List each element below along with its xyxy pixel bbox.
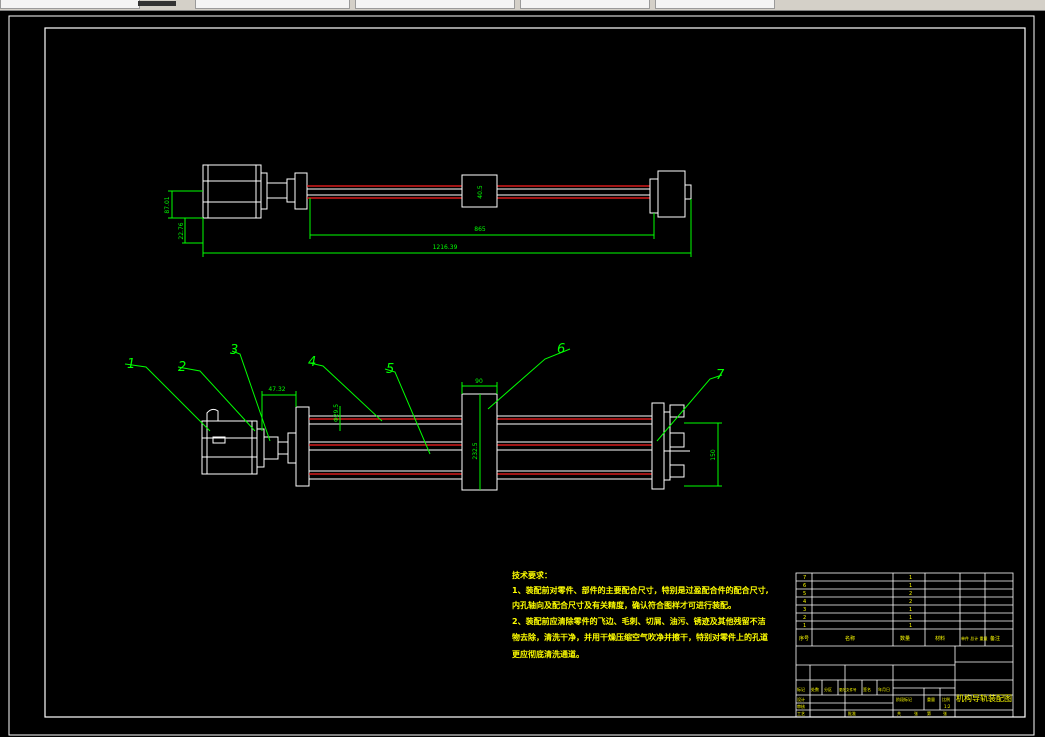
balloon-leaders xyxy=(124,348,723,455)
header-material: 材料 xyxy=(935,635,945,642)
part-no-4: 4 xyxy=(803,599,806,605)
title-block-text: 7 1 6 1 5 2 4 2 3 1 2 1 1 1 序号 名称 数量 材料 … xyxy=(797,575,1012,716)
front-right-plate xyxy=(651,402,665,490)
tab-icons xyxy=(138,1,176,6)
dim-overall: 1216.39 xyxy=(433,244,458,251)
label-zone: 分区 xyxy=(824,686,832,692)
part-no-7: 7 xyxy=(803,575,806,581)
part-no-5: 5 xyxy=(803,591,806,597)
title-block xyxy=(795,572,1014,718)
balloon-5: 5 xyxy=(386,362,394,377)
notes-line-2: 内孔轴向及配合尺寸及有关精度，确认符合图样才可进行装配。 xyxy=(512,600,736,610)
notes-line-3: 2、装配前应清除零件的飞边、毛刺、切屑、油污、锈迹及其他残留不洁 xyxy=(512,616,766,626)
header-no: 序号 xyxy=(799,635,809,642)
header-remark: 备注 xyxy=(990,635,1000,642)
front-left-plate xyxy=(295,406,310,487)
header-name: 名称 xyxy=(845,635,855,642)
tab-1[interactable] xyxy=(0,0,140,9)
part-qty-3: 1 xyxy=(909,607,912,613)
notes-title: 技术要求： xyxy=(512,570,552,580)
tab-bar xyxy=(0,0,1045,11)
tab-5[interactable] xyxy=(655,0,775,9)
notes-line-5: 更应彻底清洗通道。 xyxy=(512,649,584,659)
top-slider-block xyxy=(461,174,498,208)
role-design: 设计 xyxy=(797,696,805,702)
front-motor xyxy=(201,420,258,475)
tab-4[interactable] xyxy=(520,0,650,9)
dim-rod: Φ29.5 xyxy=(333,404,340,422)
dim-end-height: 150 xyxy=(710,449,717,461)
dim-block-width: 90 xyxy=(475,378,483,385)
notes-line-4: 物去除，清洗干净，并用干燥压缩空气吹净并擦干，特别对零件上的孔道 xyxy=(512,632,768,642)
role-review: 审核 xyxy=(797,703,805,709)
label-count: 处数 xyxy=(811,686,819,692)
scale-value: 1:2 xyxy=(944,704,951,709)
part-qty-1: 1 xyxy=(909,623,912,629)
label-sheets-2: 张 xyxy=(943,710,947,716)
label-mark: 标记 xyxy=(797,686,805,692)
part-no-3: 3 xyxy=(803,607,806,613)
dim-offset: 22.76 xyxy=(178,222,185,239)
header-qty: 数量 xyxy=(900,635,910,642)
drawing-name: 机构导轨装配图 xyxy=(956,693,1012,703)
inner-frame xyxy=(44,27,1026,718)
part-no-2: 2 xyxy=(803,615,806,621)
label-sheets-1: 张 xyxy=(914,710,918,716)
top-view: 40.5 1216.39 865 87.01 22.76 xyxy=(164,164,692,257)
label-sheet-no: 第 xyxy=(927,710,931,716)
front-view: 47.32 90 232.5 Φ29.5 150 1 2 3 4 5 6 7 xyxy=(124,342,725,491)
part-no-1: 1 xyxy=(803,623,806,629)
part-qty-6: 1 xyxy=(909,583,912,589)
dim-block: 40.5 xyxy=(477,185,484,199)
notes-line-1: 1、装配前对零件、部件的主要配合尺寸，特别是过盈配合件的配合尺寸, xyxy=(512,585,769,595)
label-change-doc: 更改文件号 xyxy=(839,687,857,692)
label-stage: 阶段标记 xyxy=(896,696,912,702)
balloon-2: 2 xyxy=(178,360,186,375)
balloon-7: 7 xyxy=(716,368,725,383)
balloon-4: 4 xyxy=(308,355,316,370)
top-motor xyxy=(202,164,262,219)
balloon-6: 6 xyxy=(557,342,565,357)
role-process: 工艺 xyxy=(797,711,805,716)
label-scale: 比例 xyxy=(942,696,950,702)
label-signature: 签名 xyxy=(863,686,871,692)
part-qty-4: 2 xyxy=(909,599,912,605)
part-qty-7: 1 xyxy=(909,575,912,581)
part-qty-5: 2 xyxy=(909,591,912,597)
label-total: 共 xyxy=(897,710,901,716)
balloon-1: 1 xyxy=(127,357,135,372)
part-qty-2: 1 xyxy=(909,615,912,621)
header-weight: 单件 总计 重量 xyxy=(961,635,988,641)
dim-block-height: 232.5 xyxy=(472,442,479,459)
dim-travel: 865 xyxy=(474,226,486,233)
balloon-3: 3 xyxy=(230,343,238,358)
cad-drawing[interactable]: 40.5 1216.39 865 87.01 22.76 xyxy=(0,11,1045,737)
part-no-6: 6 xyxy=(803,583,806,589)
dim-coupling: 47.32 xyxy=(268,386,285,393)
outer-frame xyxy=(8,15,1035,736)
role-approve: 批准 xyxy=(848,710,856,716)
label-date: 年月日 xyxy=(878,686,890,692)
tab-2[interactable] xyxy=(195,0,350,9)
tab-3[interactable] xyxy=(355,0,515,9)
technical-notes: 技术要求： 1、装配前对零件、部件的主要配合尺寸，特别是过盈配合件的配合尺寸, … xyxy=(512,570,769,659)
dim-motor-height: 87.01 xyxy=(164,196,171,213)
label-weight: 重量 xyxy=(927,696,935,702)
